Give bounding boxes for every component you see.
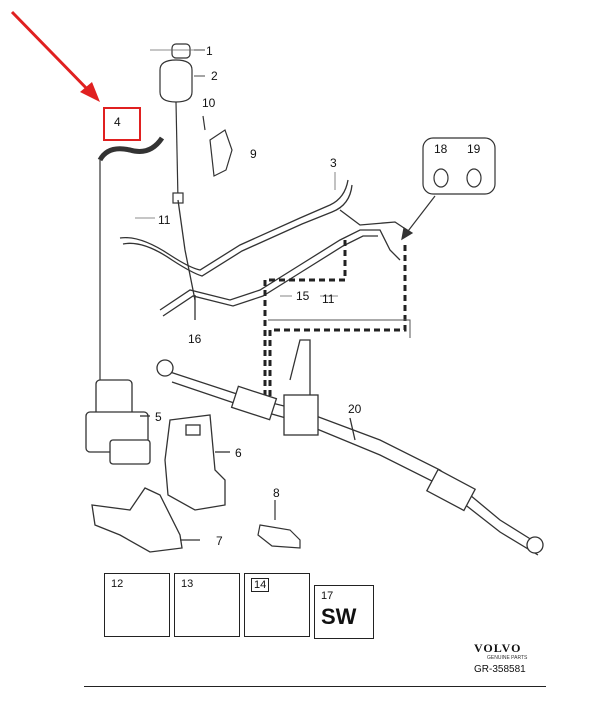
hose-part-4 (97, 136, 165, 380)
callout-1: 1 (206, 44, 213, 58)
steering-rack-20 (156, 339, 544, 556)
highlight-arrow (10, 10, 100, 102)
sw-label: SW (321, 604, 357, 629)
reference-code: GR-358581 (474, 664, 526, 675)
callout-8: 8 (273, 486, 280, 500)
callout-10: 10 (202, 96, 216, 110)
bottom-rule (84, 686, 546, 687)
part-box-17: 17 SW (314, 585, 374, 639)
part-box-14: 14 (244, 573, 310, 637)
callout-20: 20 (348, 402, 362, 416)
bracket-7 (91, 487, 200, 553)
callout-16: 16 (188, 332, 202, 346)
part-box-number: 14 (251, 578, 270, 592)
volvo-logo: VOLVO (474, 641, 522, 655)
callout-15: 15 (296, 289, 310, 303)
callout-4-highlight: 4 (103, 107, 141, 141)
callout-4: 4 (114, 115, 121, 129)
part-box-13: 13 (174, 573, 240, 637)
reservoir (150, 43, 205, 204)
o-ring-detail (401, 137, 496, 241)
callout-11-upper: 11 (158, 213, 171, 227)
callout-18: 18 (434, 142, 448, 156)
part-box-number: 17 (321, 590, 334, 602)
callout-9: 9 (250, 147, 257, 161)
part-box-number: 12 (111, 578, 124, 590)
bracket-8 (257, 500, 301, 549)
bracket-9 (202, 115, 233, 177)
callout-7: 7 (216, 534, 223, 548)
genuine-parts-text: GENUINE PARTS (487, 655, 528, 661)
bracket-6 (164, 414, 230, 511)
part-box-12: 12 (104, 573, 170, 637)
callout-6: 6 (235, 446, 242, 460)
pipe-assembly (119, 172, 411, 320)
callout-2: 2 (211, 69, 218, 83)
pump-5 (85, 379, 151, 465)
callout-3: 3 (330, 156, 337, 170)
callout-5: 5 (155, 410, 162, 424)
dashed-pipes (263, 240, 407, 400)
part-box-number: 13 (181, 578, 194, 590)
callout-11-lower: 11 (322, 292, 335, 306)
callout-19: 19 (467, 142, 481, 156)
